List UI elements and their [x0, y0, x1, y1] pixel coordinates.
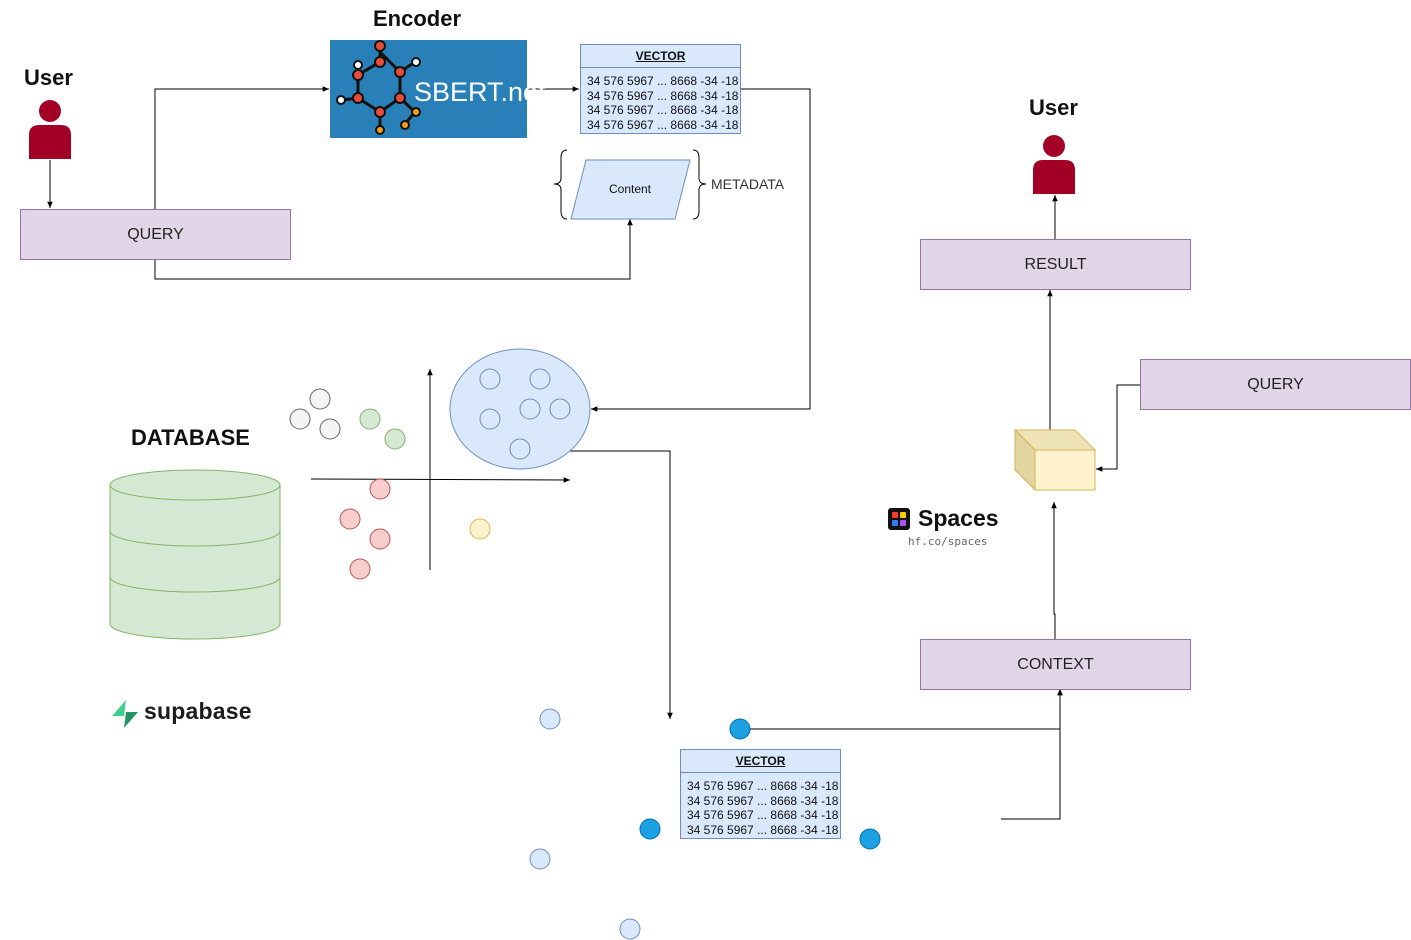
- left-user-label: User: [24, 65, 73, 90]
- vector-row: 34 576 5967 ... 8668 -34 -18: [587, 88, 739, 103]
- supabase-logo-text: supabase: [144, 698, 252, 724]
- spaces-url-text: hf.co/spaces: [908, 535, 988, 548]
- result-label: RESULT: [1024, 255, 1087, 273]
- query-box-right: QUERY: [1140, 359, 1411, 410]
- vector-row: 34 576 5967 ... 8668 -34 -18: [587, 103, 739, 118]
- right-user-icon: [1033, 135, 1075, 194]
- vector-cluster: [449, 348, 591, 470]
- query-box-left: QUERY: [20, 209, 291, 260]
- vector-row: 34 576 5967 ... 8668 -34 -18: [687, 823, 839, 838]
- vector-row: 34 576 5967 ... 8668 -34 -18: [687, 808, 839, 823]
- metadata-label: METADATA: [711, 176, 785, 192]
- vector-row: 34 576 5967 ... 8668 -34 -18: [587, 118, 739, 133]
- database-label: DATABASE: [131, 425, 250, 450]
- top-connectors: [47, 86, 1140, 820]
- vector-table-top: VECTOR 34 576 5967 ... 8668 -34 -18 34 5…: [580, 44, 741, 134]
- vector-row: 34 576 5967 ... 8668 -34 -18: [687, 779, 839, 793]
- context-label: CONTEXT: [1017, 655, 1094, 673]
- supabase-bolt-icon: [112, 700, 138, 728]
- vector-table-title: VECTOR: [681, 750, 840, 773]
- result-box: RESULT: [920, 239, 1191, 290]
- vector-row: 34 576 5967 ... 8668 -34 -18: [687, 793, 839, 808]
- llm-cube: [1013, 428, 1097, 492]
- encoder-label: Encoder: [373, 6, 462, 31]
- content-shape: [553, 149, 707, 220]
- query-right-label: QUERY: [1247, 375, 1304, 393]
- context-box: CONTEXT: [920, 639, 1191, 690]
- spaces-logo-text: Spaces: [918, 505, 999, 531]
- left-user-icon: [29, 100, 71, 159]
- vector-table-bottom: VECTOR 34 576 5967 ... 8668 -34 -18 34 5…: [680, 749, 841, 839]
- scatter-points: [289, 388, 491, 580]
- right-user-label: User: [1029, 95, 1078, 120]
- result-points: [529, 708, 881, 940]
- sbert-logo: SBERT.net: [330, 40, 546, 138]
- vector-row: 34 576 5967 ... 8668 -34 -18: [587, 74, 739, 88]
- spaces-logo-icon: [888, 508, 910, 530]
- vector-table-title: VECTOR: [581, 45, 740, 68]
- database-cylinder: [109, 469, 281, 640]
- content-label: Content: [609, 182, 652, 196]
- query-left-label: QUERY: [127, 225, 184, 243]
- sbert-logo-text: SBERT.net: [414, 77, 546, 107]
